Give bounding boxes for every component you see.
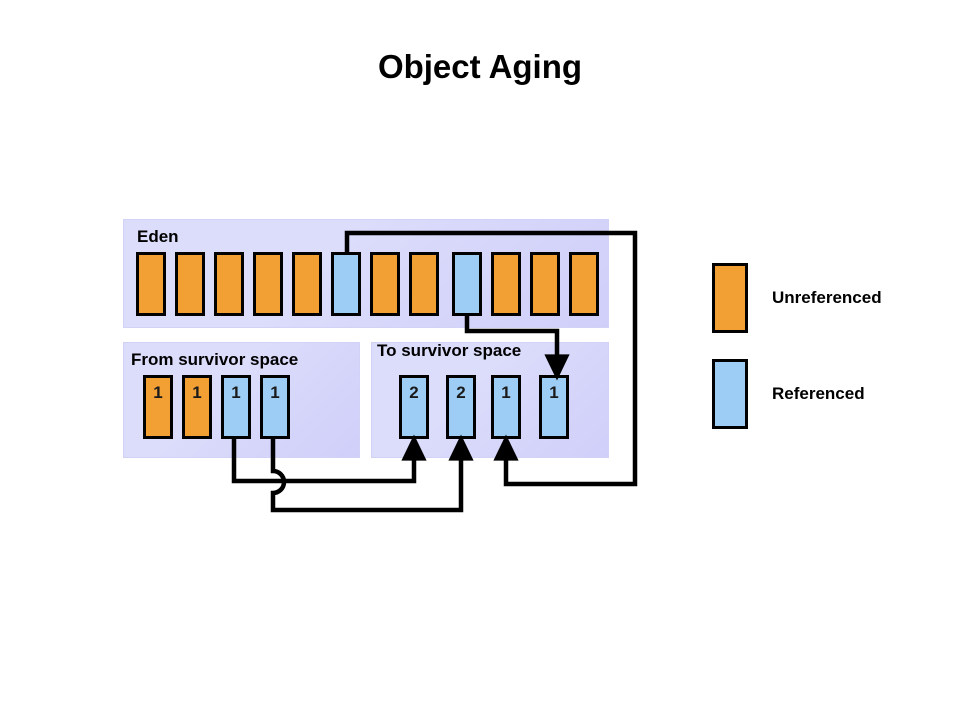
region-from-survivor-label: From survivor space (131, 350, 299, 369)
legend-label-referenced: Referenced (772, 384, 865, 403)
eden-block-10[interactable] (491, 252, 521, 316)
legend-swatch-unreferenced-icon (712, 263, 748, 333)
eden-block-5[interactable] (292, 252, 322, 316)
eden-block-12[interactable] (569, 252, 599, 316)
legend-row-referenced: Referenced (712, 359, 865, 429)
from-survivor-block-1[interactable]: 1 (143, 375, 173, 439)
legend: Unreferenced Referenced (712, 263, 942, 438)
eden-block-11[interactable] (530, 252, 560, 316)
to-survivor-block-1[interactable]: 2 (399, 375, 429, 439)
eden-block-6[interactable] (331, 252, 361, 316)
from-survivor-block-2[interactable]: 1 (182, 375, 212, 439)
legend-row-unreferenced: Unreferenced (712, 263, 882, 333)
to-survivor-block-3[interactable]: 1 (491, 375, 521, 439)
eden-block-9[interactable] (452, 252, 482, 316)
region-eden-label: Eden (137, 227, 179, 246)
eden-block-2[interactable] (175, 252, 205, 316)
legend-swatch-referenced-icon (712, 359, 748, 429)
eden-block-4[interactable] (253, 252, 283, 316)
region-to-survivor-label: To survivor space (377, 341, 522, 360)
eden-block-3[interactable] (214, 252, 244, 316)
from-survivor-block-4[interactable]: 1 (260, 375, 290, 439)
page-title: Object Aging (377, 48, 583, 85)
to-survivor-block-2[interactable]: 2 (446, 375, 476, 439)
eden-block-8[interactable] (409, 252, 439, 316)
eden-block-7[interactable] (370, 252, 400, 316)
from-survivor-block-3[interactable]: 1 (221, 375, 251, 439)
eden-block-1[interactable] (136, 252, 166, 316)
legend-label-unreferenced: Unreferenced (772, 288, 882, 307)
to-survivor-block-4[interactable]: 1 (539, 375, 569, 439)
